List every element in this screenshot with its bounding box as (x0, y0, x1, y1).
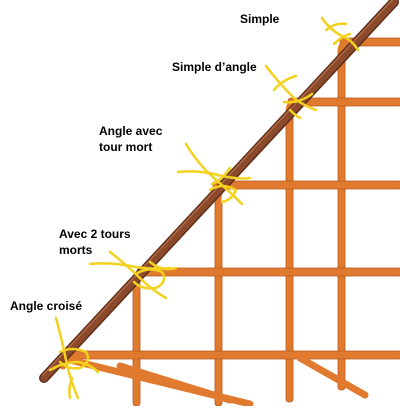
vertical-rebar (214, 199, 223, 407)
diagonal-rebar (116, 362, 234, 404)
label-two-turns: Avec 2 tours morts (59, 227, 131, 257)
label-simple-angle: Simple d’angle (172, 60, 257, 74)
tie-simple (320, 16, 360, 52)
horizontal-rebar (136, 267, 400, 277)
diagonal-rebars (66, 354, 369, 408)
vertical-rebar (132, 279, 141, 407)
corner-bend (337, 38, 354, 56)
label-crossed-angle: Angle croisé (10, 299, 83, 313)
tie-simple-angle (264, 64, 318, 120)
label-simple: Simple (240, 12, 280, 26)
tie-two-turns (88, 250, 178, 300)
horizontal-rebar (62, 350, 400, 360)
horizontal-rebar (212, 180, 400, 190)
tie-angle-turn (176, 142, 252, 206)
tie-crossed-angle (48, 316, 100, 400)
label-angle-turn: Angle avec tour mort (99, 124, 163, 154)
diagonal-rebar (296, 354, 369, 399)
wire-ties (48, 16, 360, 400)
